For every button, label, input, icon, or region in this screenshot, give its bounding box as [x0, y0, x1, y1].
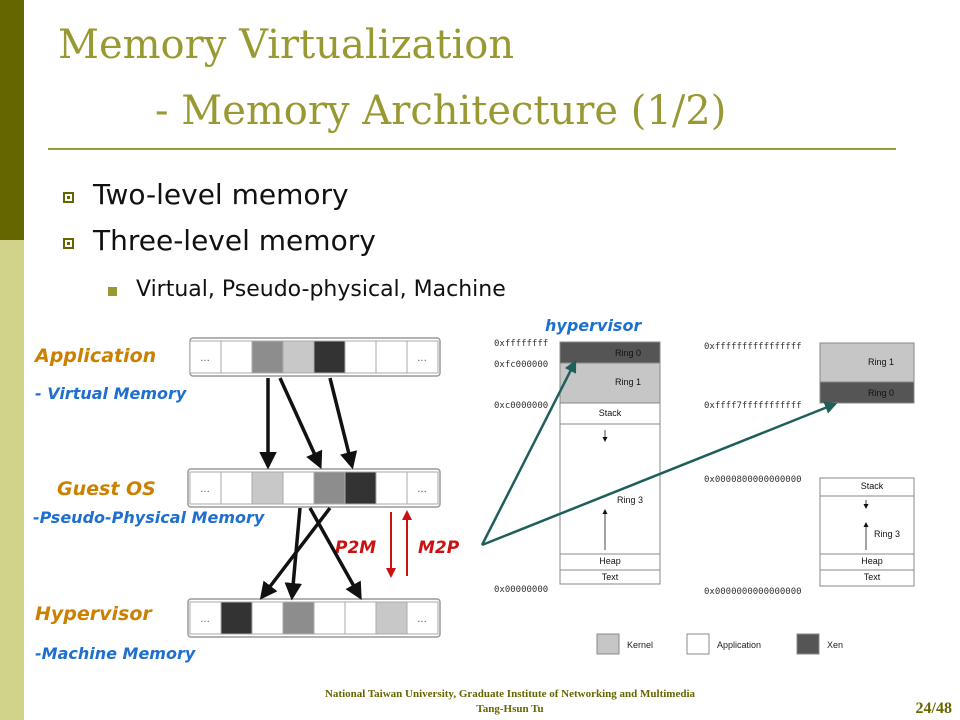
cell-ellipsis: ...: [417, 614, 427, 625]
address-label: 0x00000000: [494, 585, 548, 595]
m2p-label: M2P: [418, 538, 460, 558]
x86-32-address-space: [559, 341, 661, 585]
sub-bullet-square-icon: [108, 287, 117, 296]
legend-kernel-label: Kernel: [627, 640, 653, 650]
region-heap: Heap: [599, 556, 621, 566]
sidebar-dark-band: [0, 0, 24, 240]
region-ring3-64: Ring 3: [874, 529, 900, 539]
bullet-three-level: Three-level memory: [93, 224, 376, 257]
region-ring0-64: Ring 0: [868, 388, 894, 398]
sidebar-light-band: [0, 240, 24, 720]
address-label-64: 0xffffffffffffffff: [704, 342, 802, 352]
application-label: Application: [35, 345, 157, 367]
address-label-64: 0x0000800000000000: [704, 475, 802, 485]
machine-memory-label: -Machine Memory: [35, 644, 196, 663]
hypervisor-label: Hypervisor: [35, 603, 152, 625]
legend-application-swatch: [686, 633, 710, 655]
legend-xen-swatch: [796, 633, 820, 655]
address-label: 0xfc000000: [494, 360, 548, 370]
mapping-arrow: [278, 377, 323, 470]
virtual-memory-label: - Virtual Memory: [35, 384, 187, 403]
hypervisor-top-label: hypervisor: [545, 316, 642, 335]
slide-title-line1: Memory Virtualization: [58, 22, 515, 68]
mapping-arrow: [308, 507, 362, 601]
cell-ellipsis: ...: [200, 353, 210, 364]
mapping-arrow: [284, 507, 302, 601]
bullet-square-icon: [63, 192, 74, 203]
region-text-64: Text: [864, 572, 881, 582]
bullet-square-icon: [63, 238, 74, 249]
pseudo-physical-memory-label: -Pseudo-Physical Memory: [33, 508, 265, 527]
address-label-64: 0xffff7fffffffffff: [704, 401, 802, 411]
footer-author: Tang-Hsun Tu: [476, 703, 544, 715]
legend-xen-label: Xen: [827, 640, 843, 650]
p2m-label: P2M: [335, 538, 377, 558]
footer-institution: National Taiwan University, Graduate Ins…: [324, 688, 696, 700]
cell-ellipsis: ...: [200, 614, 210, 625]
region-stack: Stack: [599, 408, 622, 418]
bullet-two-level: Two-level memory: [93, 178, 349, 211]
machine-memory-strip: [187, 598, 441, 638]
mapping-arrow: [328, 377, 358, 470]
slide-title-line2: - Memory Architecture (1/2): [155, 88, 727, 134]
region-text: Text: [602, 572, 619, 582]
address-label-64: 0x0000000000000000: [704, 587, 802, 597]
guest-os-label: Guest OS: [57, 478, 156, 500]
address-label: 0xffffffff: [494, 339, 548, 349]
region-ring1: Ring 1: [615, 377, 641, 387]
teal-arrow-to-64bit-ring0: [481, 401, 838, 547]
title-divider: [48, 148, 896, 150]
pseudo-physical-memory-strip: [187, 468, 441, 508]
page-number: 24/48: [915, 700, 952, 717]
virtual-memory-strip: [189, 337, 441, 377]
region-ring1-64: Ring 1: [868, 357, 894, 367]
address-label: 0xc0000000: [494, 401, 548, 411]
legend-application-label: Application: [717, 640, 761, 650]
region-heap-64: Heap: [861, 556, 883, 566]
region-ring0: Ring 0: [615, 348, 641, 358]
cell-ellipsis: ...: [200, 484, 210, 495]
region-ring3: Ring 3: [617, 495, 643, 505]
cell-ellipsis: ...: [417, 484, 427, 495]
cell-ellipsis: ...: [417, 353, 427, 364]
sub-bullet-levels: Virtual, Pseudo-physical, Machine: [136, 277, 506, 302]
legend-kernel-swatch: [596, 633, 620, 655]
x86-64-address-space: [819, 342, 915, 587]
region-stack-64: Stack: [861, 481, 884, 491]
teal-arrow-to-32bit-ring0: [480, 359, 577, 546]
